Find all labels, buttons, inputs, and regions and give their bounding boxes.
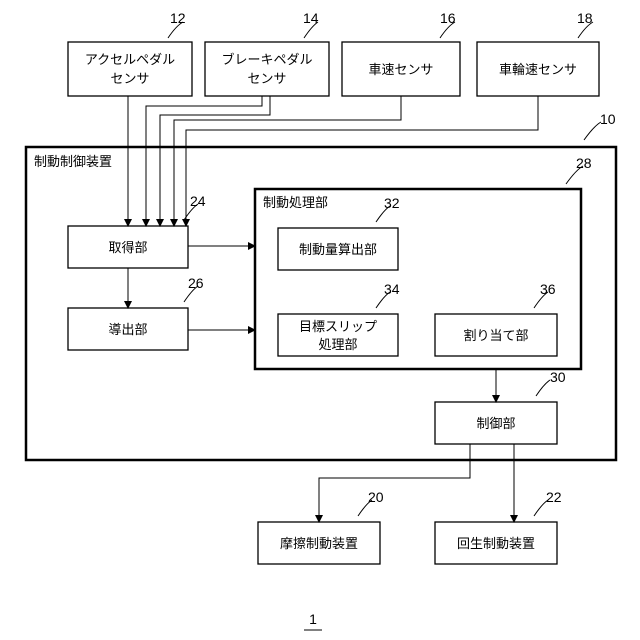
ref-28: 28	[576, 155, 592, 171]
arrow-brakepedal-to-acquisition-2	[160, 96, 270, 226]
ref-24: 24	[190, 193, 206, 209]
vehicle-speed-sensor: 車速センサ 16	[342, 10, 460, 96]
friction-brake-label: 摩擦制動装置	[280, 536, 358, 552]
arrow-control-to-friction-brake	[319, 444, 470, 522]
derivation-label: 導出部	[108, 323, 147, 338]
sensor-label: センサ	[247, 72, 286, 87]
ref-36: 36	[540, 281, 556, 297]
ref-22: 22	[546, 489, 562, 505]
accelerator-pedal-sensor: アクセルペダル センサ 12	[68, 10, 192, 96]
friction-braking-device: 摩擦制動装置 20	[258, 489, 384, 564]
braking-control-device-label: 制動制御装置	[34, 155, 112, 170]
control-unit: 制御部 30	[435, 369, 566, 444]
sensor-label: アクセルペダル	[85, 53, 175, 68]
acquisition-label: 取得部	[108, 240, 147, 256]
ref-20: 20	[368, 489, 384, 505]
slip-label: 処理部	[318, 338, 357, 353]
brake-amount-label: 制動量算出部	[299, 243, 377, 258]
ref-12: 12	[170, 10, 186, 26]
control-label: 制御部	[476, 417, 515, 432]
target-slip-processing-unit: 目標スリップ 処理部 34	[278, 281, 400, 356]
allocation-unit: 割り当て部 36	[435, 281, 557, 356]
wheel-speed-sensor: 車輪速センサ 18	[477, 10, 599, 96]
ref-leader-10	[584, 122, 601, 140]
brake-pedal-sensor: ブレーキペダル センサ 14	[205, 10, 329, 96]
ref-18: 18	[577, 10, 593, 26]
ref-16: 16	[440, 10, 456, 26]
sensor-label: 車輪速センサ	[499, 62, 577, 78]
ref-30: 30	[550, 369, 566, 385]
ref-26: 26	[188, 275, 204, 291]
sensor-label: ブレーキペダル	[221, 52, 312, 68]
processing-unit-label: 制動処理部	[263, 196, 328, 211]
sensor-label: 車速センサ	[368, 63, 433, 78]
regenerative-braking-device: 回生制動装置 22	[435, 489, 562, 564]
ref-14: 14	[303, 10, 319, 26]
acquisition-unit: 取得部 24	[68, 193, 206, 268]
figure-number: 1	[309, 611, 317, 627]
slip-label: 目標スリップ	[299, 320, 377, 335]
sensor-label: センサ	[110, 72, 149, 87]
ref-10: 10	[600, 111, 616, 127]
derivation-unit: 導出部 26	[68, 275, 204, 350]
allocation-label: 割り当て部	[463, 328, 528, 344]
ref-34: 34	[384, 281, 400, 297]
regen-brake-label: 回生制動装置	[457, 537, 535, 552]
ref-32: 32	[384, 195, 400, 211]
